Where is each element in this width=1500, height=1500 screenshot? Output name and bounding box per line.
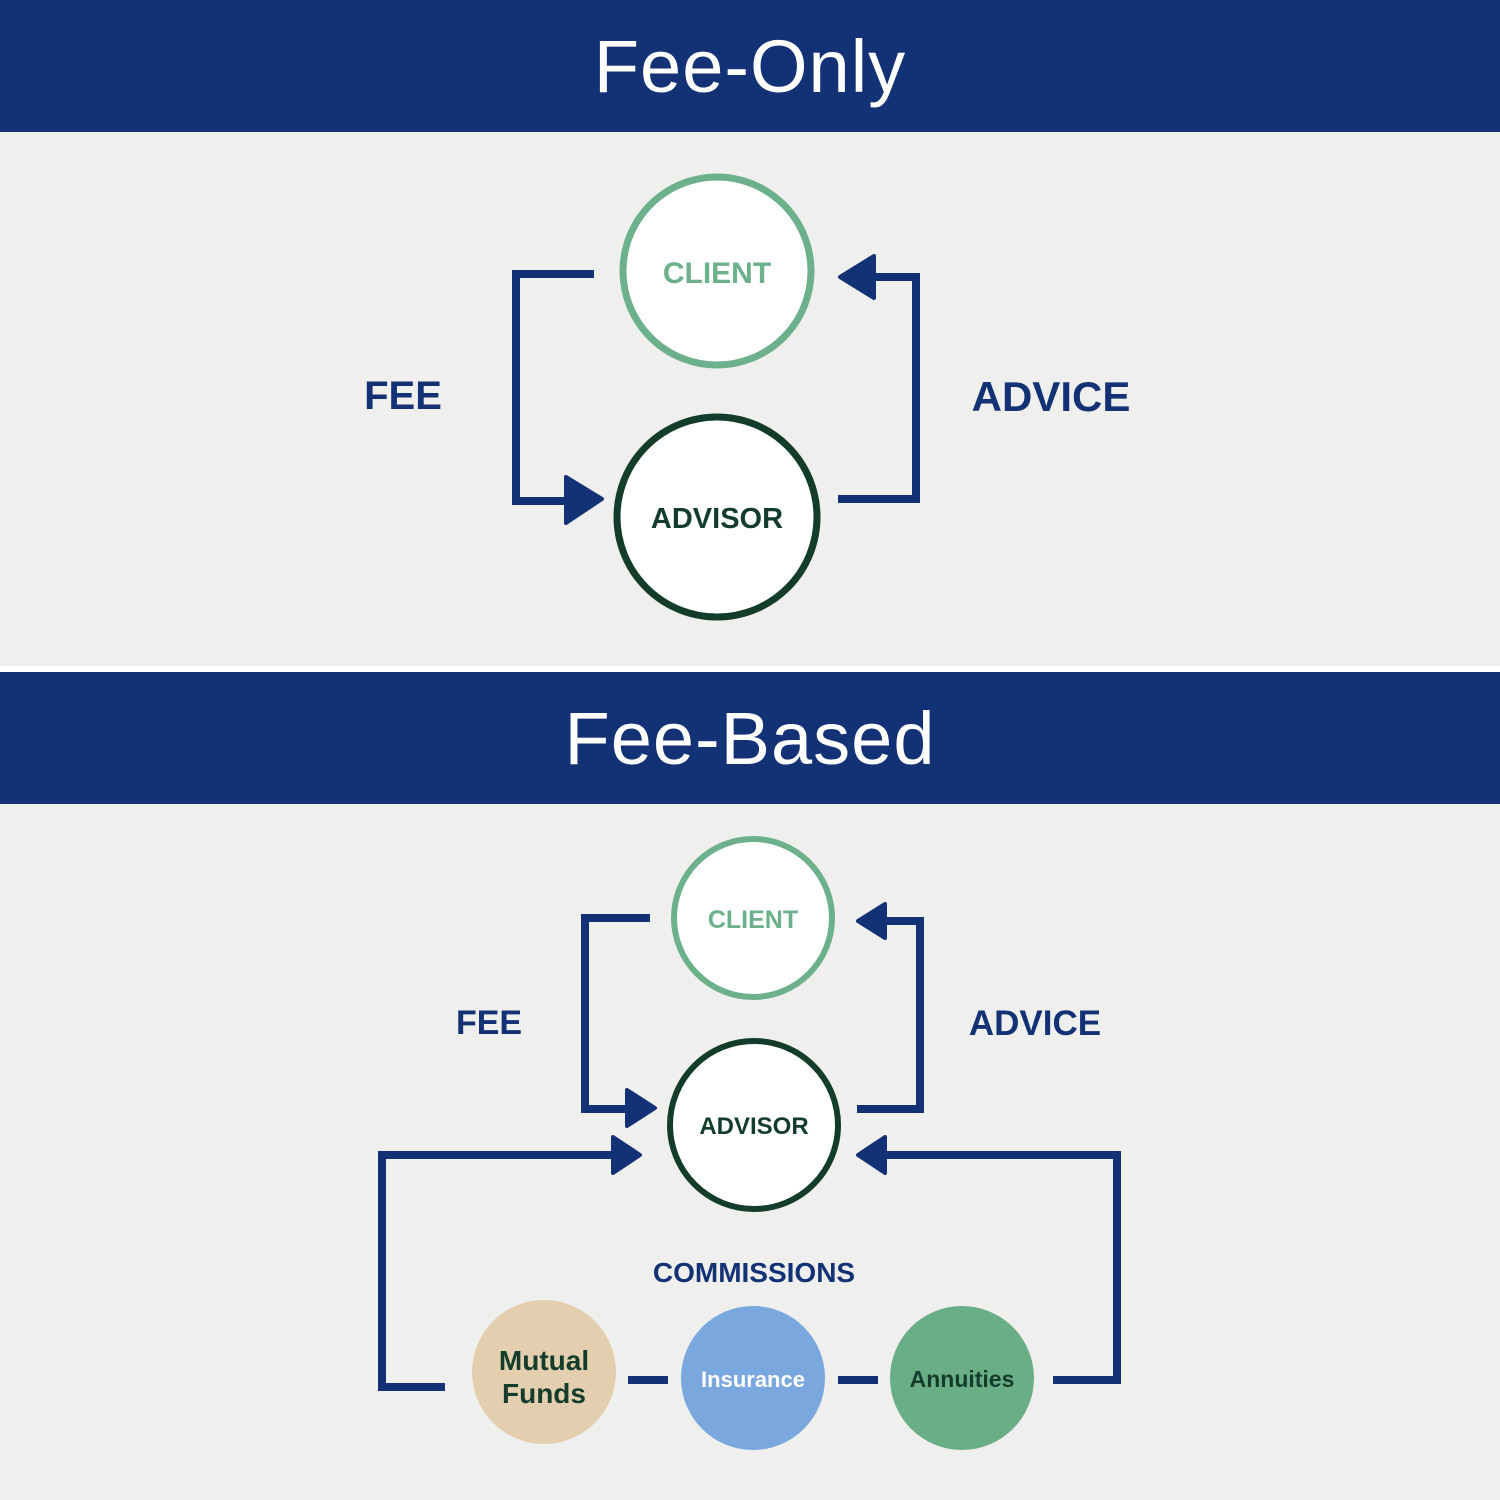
mutual-funds-label-line2: Funds: [502, 1378, 586, 1409]
fee-based-fee-arrow-line: [581, 914, 650, 1113]
fee-based-advice-label: ADVICE: [969, 1004, 1101, 1043]
fee-only-advisor-circle: [613, 413, 821, 621]
fee-based-header: Fee-Based: [0, 672, 1500, 804]
fee-based-commission-left-line: [378, 1151, 615, 1391]
fee-only-advice-arrowhead: [838, 254, 876, 300]
fee-based-advisor-label: ADVISOR: [699, 1113, 808, 1140]
fee-only-advice-label: ADVICE: [972, 373, 1131, 420]
fee-only-diagram: CLIENT ADVISOR FEE ADVICE: [364, 173, 1131, 621]
fee-only-advisor-label: ADVISOR: [651, 503, 783, 535]
fee-based-advice-arrow-line: [857, 917, 924, 1113]
annuities-circle: [890, 1306, 1034, 1450]
insurance-label: Insurance: [701, 1367, 805, 1392]
fee-based-fee-label: FEE: [456, 1004, 522, 1042]
fee-only-fee-label: FEE: [364, 374, 442, 418]
fee-based-commission-right-arrowhead: [856, 1135, 887, 1175]
section-divider: [0, 666, 1500, 672]
mutual-funds-label-line1: Mutual: [499, 1345, 589, 1376]
fee-based-client-circle: [671, 836, 835, 1000]
fee-based-diagram: CLIENT ADVISOR FEE ADVICE COMMISSIONS Mu…: [378, 836, 1121, 1450]
insurance-circle: [681, 1306, 825, 1450]
fee-based-advisor-circle: [667, 1038, 841, 1212]
fee-based-commission-left-arrowhead: [611, 1135, 642, 1175]
fee-only-title: Fee-Only: [593, 24, 907, 108]
mutual-funds-circle: [472, 1300, 616, 1444]
fee-based-fee-arrowhead: [625, 1088, 657, 1128]
fee-only-client-label: CLIENT: [663, 257, 771, 290]
fee-only-advice-arrow-line: [838, 273, 920, 503]
fee-only-fee-arrowhead: [564, 475, 604, 525]
fee-only-header: Fee-Only: [0, 0, 1500, 132]
commissions-label: COMMISSIONS: [653, 1257, 855, 1288]
fee-based-advice-arrowhead: [856, 902, 887, 940]
fee-based-title: Fee-Based: [564, 696, 936, 780]
fee-based-client-label: CLIENT: [708, 906, 798, 934]
annuities-label: Annuities: [910, 1366, 1015, 1392]
fee-only-fee-arrow-line: [512, 270, 594, 505]
fee-only-client-circle: [619, 173, 815, 369]
fee-based-commission-right-line: [883, 1151, 1121, 1384]
